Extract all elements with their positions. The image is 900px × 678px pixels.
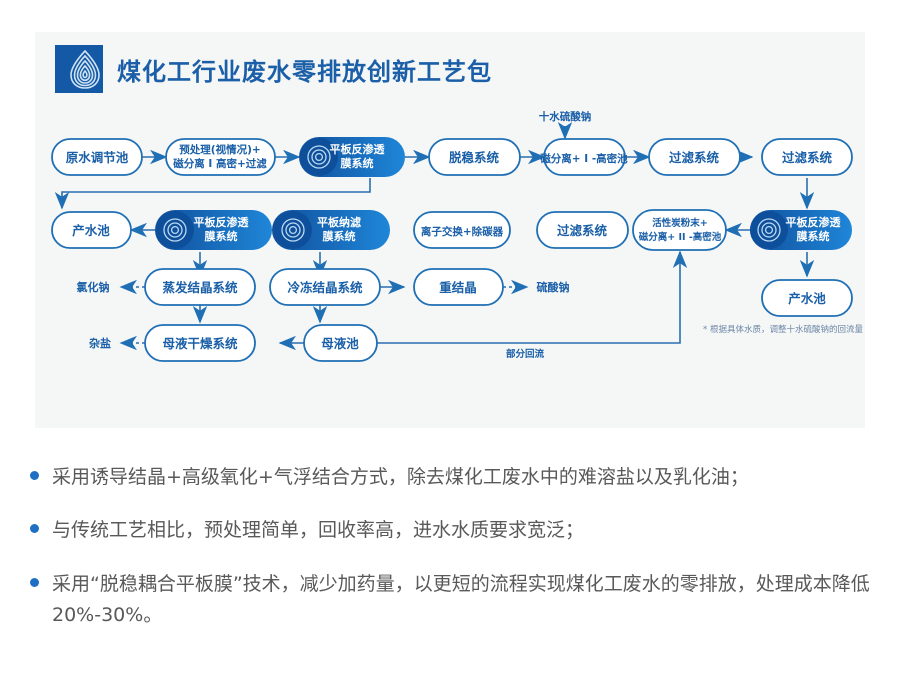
node-guolv-xitong-right[interactable]: 过滤系统 [761, 138, 853, 176]
svg-text:平板反渗透: 平板反渗透 [330, 142, 386, 156]
header: 煤化工行业废水零排放创新工艺包 [55, 45, 492, 93]
svg-text:膜系统: 膜系统 [341, 156, 374, 170]
node-muye-ganzao-xitong[interactable]: 母液干燥系统 [144, 324, 256, 362]
node-cifenli-1-gaomichi[interactable]: 磁分离+ I -高密池 [540, 138, 628, 176]
membrane-disc-icon [163, 218, 187, 242]
page-title: 煤化工行业废水零排放创新工艺包 [117, 58, 492, 86]
label-liusuanna: 硫酸钠 [537, 280, 570, 294]
bullet-text: 采用诱导结晶+高级氧化+气浮结合方式，除去煤化工废水中的难溶盐以及乳化油； [52, 466, 749, 488]
water-drop-ripple-logo-icon [55, 45, 103, 93]
svg-text:氯化钠: 氯化钠 [77, 280, 110, 294]
svg-text:过滤系统: 过滤系统 [782, 150, 833, 165]
svg-text:膜系统: 膜系统 [323, 229, 356, 243]
node-label: 重结晶 [439, 280, 477, 295]
node-lizi-jiaohuan-chutanqi[interactable]: 离子交换+除碳器 [413, 211, 511, 249]
svg-text:膜系统: 膜系统 [205, 229, 238, 243]
node-label: 过滤系统 [557, 223, 608, 238]
svg-text:硫酸钠: 硫酸钠 [537, 280, 570, 294]
svg-text:* 根据具体水质，调整十水硫酸钠的回流量: * 根据具体水质，调整十水硫酸钠的回流量 [703, 324, 863, 335]
node-label: 母液池 [321, 336, 359, 351]
node-chongjiejing[interactable]: 重结晶 [413, 268, 504, 306]
node-guolv-xitong-mid[interactable]: 过滤系统 [536, 211, 629, 249]
node-muyechi[interactable]: 母液池 [303, 324, 378, 362]
bullet-dot-icon [30, 471, 39, 480]
svg-text:活性炭粉末+: 活性炭粉末+ [652, 217, 707, 229]
svg-text:十水硫酸钠: 十水硫酸钠 [539, 110, 592, 123]
svg-text:杂盐: 杂盐 [89, 336, 111, 350]
node-label: 原水调节池 [66, 150, 129, 165]
bullet-dot-icon [30, 524, 39, 534]
svg-text:平板反渗透: 平板反渗透 [786, 215, 842, 229]
label-shishui-liusuanna: 十水硫酸钠 [539, 110, 592, 123]
bullet-list: 采用诱导结晶+高级氧化+气浮结合方式，除去煤化工废水中的难溶盐以及乳化油； 与传… [30, 462, 890, 653]
node-label: 过滤系统 [669, 150, 720, 165]
list-item: 采用诱导结晶+高级氧化+气浮结合方式，除去煤化工废水中的难溶盐以及乳化油； [30, 462, 890, 493]
list-item: 与传统工艺相比，预处理简单，回收率高，进水水质要求宽泛； [30, 515, 890, 546]
label-bufen-huiliu: 部分回流 [506, 348, 545, 360]
node-yuanshui-tiaojiechi[interactable]: 原水调节池 [51, 138, 143, 176]
node-tuowen-xitong[interactable]: 脱稳系统 [428, 138, 521, 176]
node-pingban-nalv-moxitong[interactable]: 平板纳滤 膜系统 [272, 210, 390, 250]
node-label: 脱稳系统 [449, 150, 500, 165]
svg-text:磁分离+ II -高密池: 磁分离+ II -高密池 [639, 231, 722, 243]
node-label: 冷冻结晶系统 [287, 280, 363, 295]
node-zhengfa-jiejing-xitong[interactable]: 蒸发结晶系统 [144, 268, 256, 306]
node-lengdong-jiejing-xitong[interactable]: 冷冻结晶系统 [269, 268, 381, 306]
bullet-dot-icon [30, 577, 39, 587]
svg-text:平板反渗透: 平板反渗透 [194, 215, 250, 229]
membrane-disc-icon [307, 145, 331, 169]
bullet-text: 与传统工艺相比，预处理简单，回收率高，进水水质要求宽泛； [52, 519, 585, 542]
node-label: 磁分离+ I -高密池 [540, 152, 628, 165]
label-zayan: 杂盐 [89, 336, 111, 350]
node-label: 产水池 [72, 223, 110, 238]
node-label: 离子交换+除碳器 [421, 225, 504, 238]
membrane-disc-icon [757, 218, 781, 242]
node-label: 产水池 [788, 291, 826, 306]
footnote: * 根据具体水质，调整十水硫酸钠的回流量 [703, 324, 863, 335]
list-item: 采用“脱稳耦合平板膜”技术，减少加药量，以更短的流程实现煤化工废水的零排放，处理… [30, 569, 890, 632]
node-pingban-fanshentou-moxitong-1[interactable]: 平板反渗透 膜系统 [299, 137, 405, 177]
svg-text:平板纳滤: 平板纳滤 [317, 215, 361, 229]
process-flow-diagram: 原水调节池 预处理(视情况)+ 磁分离 I 高密+过滤 平板反渗透 膜系统 十水… [35, 100, 865, 405]
svg-text:部分回流: 部分回流 [506, 348, 545, 360]
node-label: 母液干燥系统 [162, 336, 238, 351]
node-chanshuichi-right[interactable]: 产水池 [761, 279, 853, 317]
node-pingban-fanshentou-moxitong-3[interactable]: 平板反渗透 膜系统 [750, 210, 852, 250]
svg-text:磁分离 I 高密+过滤: 磁分离 I 高密+过滤 [173, 157, 267, 170]
bullet-text: 采用“脱稳耦合平板膜”技术，减少加药量，以更短的流程实现煤化工废水的零排放，处理… [52, 572, 870, 627]
svg-text:膜系统: 膜系统 [797, 229, 830, 243]
node-pingban-fanshentou-moxitong-2[interactable]: 平板反渗透 膜系统 [155, 210, 272, 250]
svg-text:预处理(视情况)+: 预处理(视情况)+ [179, 143, 260, 156]
node-label: 蒸发结晶系统 [162, 280, 238, 295]
node-huoxingtan-cifenli-2[interactable]: 活性炭粉末+ 磁分离+ II -高密池 [632, 209, 727, 251]
label-lvhuana: 氯化钠 [77, 280, 110, 294]
membrane-disc-icon [281, 218, 305, 242]
node-yuchuli[interactable]: 预处理(视情况)+ 磁分离 I 高密+过滤 [165, 138, 276, 176]
node-guolv-xitong-top[interactable]: 过滤系统 [648, 138, 741, 176]
node-chanshuichi-left[interactable]: 产水池 [51, 211, 132, 249]
